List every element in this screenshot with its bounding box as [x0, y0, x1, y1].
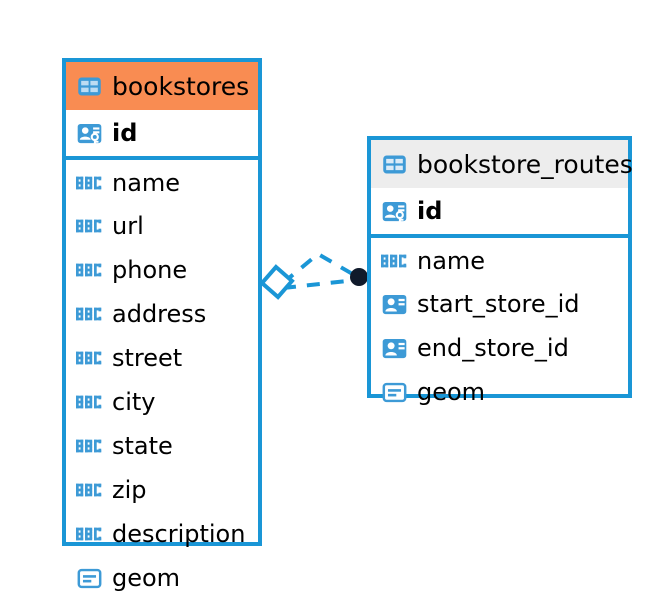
- entity-bookstore-routes[interactable]: bookstore_routes id: [367, 136, 633, 404]
- relationship-edge-lower: [282, 278, 357, 290]
- relationship-edge-upper: [281, 251, 358, 285]
- abc-text-icon: [381, 248, 408, 275]
- primary-key-divider: [371, 234, 628, 238]
- abc-text-icon: [76, 477, 103, 504]
- field-list-bookstore-routes: name start_store_id: [371, 238, 628, 414]
- field-name: geom: [417, 378, 486, 406]
- geometry-icon: [381, 379, 408, 406]
- abc-text-icon: [76, 389, 103, 416]
- abc-text-icon: [76, 213, 103, 240]
- field-row[interactable]: state: [66, 424, 258, 468]
- field-row[interactable]: url: [66, 204, 258, 248]
- field-row[interactable]: id: [371, 188, 628, 234]
- field-row[interactable]: address: [66, 292, 258, 336]
- field-name: end_store_id: [417, 334, 569, 362]
- abc-text-icon: [76, 301, 103, 328]
- field-name: name: [417, 247, 486, 275]
- field-row[interactable]: city: [66, 380, 258, 424]
- abc-text-icon: [76, 170, 103, 197]
- table-icon: [381, 151, 408, 178]
- abc-text-icon: [76, 345, 103, 372]
- field-row[interactable]: street: [66, 336, 258, 380]
- field-row[interactable]: id: [66, 110, 258, 156]
- field-name: street: [112, 344, 183, 372]
- field-name: state: [112, 432, 173, 460]
- primary-key-icon: [76, 120, 103, 147]
- field-name: url: [112, 212, 144, 240]
- field-name: start_store_id: [417, 290, 580, 318]
- diamond-marker: [259, 264, 295, 300]
- primary-key-icon: [381, 198, 408, 225]
- field-row[interactable]: description: [66, 512, 258, 556]
- field-row[interactable]: geom: [66, 556, 258, 600]
- filled-circle-marker: [350, 268, 368, 286]
- field-list-bookstores: name: [66, 160, 258, 600]
- field-name: city: [112, 388, 156, 416]
- field-name: description: [112, 520, 246, 548]
- field-row[interactable]: name: [66, 160, 258, 204]
- entity-header-bookstore-routes[interactable]: bookstore_routes: [371, 140, 633, 188]
- diagram-canvas: bookstores id: [62, 58, 633, 590]
- field-row[interactable]: end_store_id: [371, 326, 628, 370]
- primary-key-divider: [66, 156, 258, 160]
- field-name: name: [112, 169, 181, 197]
- field-row[interactable]: zip: [66, 468, 258, 512]
- field-name: address: [112, 300, 207, 328]
- field-row[interactable]: start_store_id: [371, 282, 628, 326]
- foreign-key-icon: [381, 335, 408, 362]
- entity-name: bookstore_routes: [417, 149, 633, 179]
- field-row[interactable]: geom: [371, 370, 628, 414]
- field-row[interactable]: name: [371, 238, 628, 282]
- foreign-key-icon: [381, 291, 408, 318]
- field-name: zip: [112, 476, 147, 504]
- entity-header-bookstores[interactable]: bookstores: [66, 62, 258, 110]
- table-icon: [76, 73, 103, 100]
- abc-text-icon: [76, 257, 103, 284]
- field-name: phone: [112, 256, 188, 284]
- abc-text-icon: [76, 433, 103, 460]
- field-name: id: [417, 197, 443, 225]
- field-row[interactable]: phone: [66, 248, 258, 292]
- geometry-icon: [76, 565, 103, 592]
- field-name: id: [112, 119, 138, 147]
- entity-bookstores[interactable]: bookstores id: [62, 58, 262, 590]
- entity-name: bookstores: [112, 71, 250, 101]
- abc-text-icon: [76, 521, 103, 548]
